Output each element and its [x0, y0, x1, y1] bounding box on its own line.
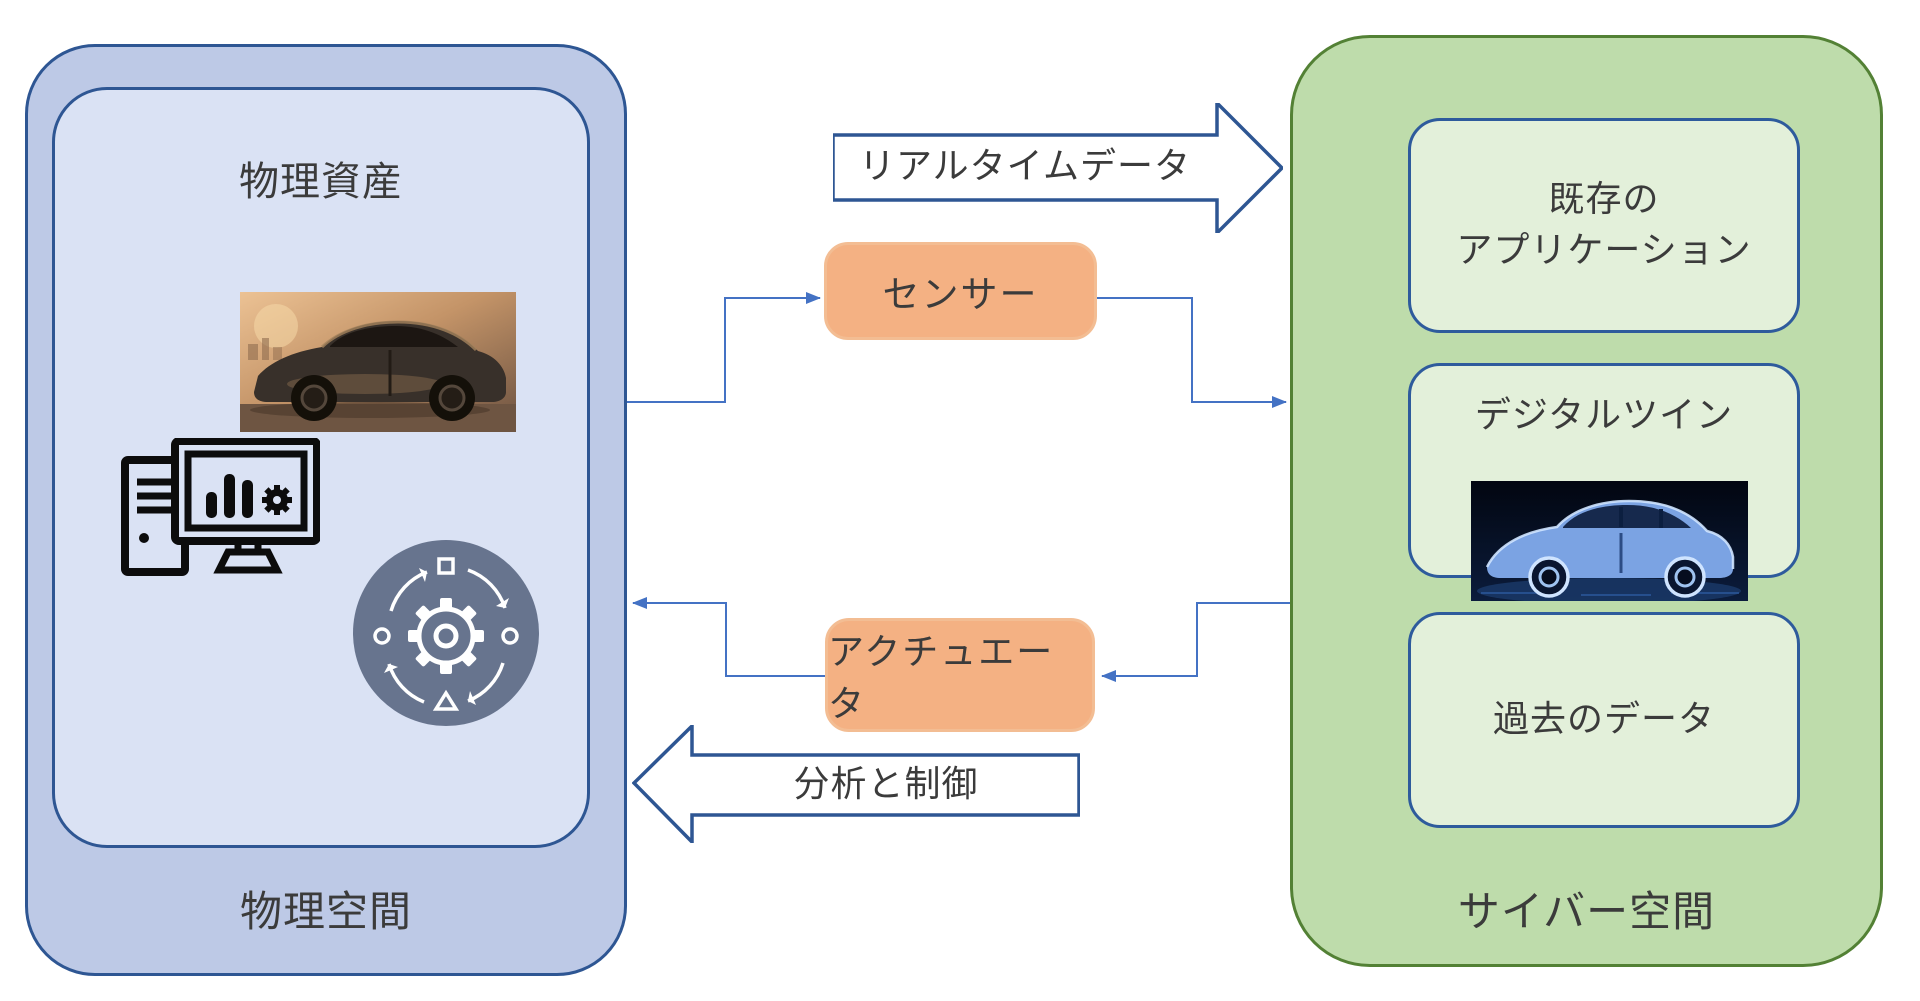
connector-actuator-to-physical [632, 597, 825, 677]
realtime-data-arrow-label: リアルタイムデータ [859, 146, 1191, 188]
computer-icon-art [121, 437, 321, 576]
physical-space-title: 物理空間 [239, 886, 412, 936]
actuator-label: アクチュエータ [828, 632, 1055, 725]
digital-twin-car-image [1471, 481, 1748, 604]
connector-sensor-to-cyber [1097, 297, 1287, 408]
actuator-node: アクチュエータ [825, 618, 1095, 732]
analysis-control-arrow-label: 分析と制御 [793, 763, 979, 805]
analysis-control-arrow [631, 721, 1081, 847]
digital-twin-box: デジタルツイン [1408, 363, 1800, 604]
connector-physical-to-sensor [627, 292, 821, 403]
physical-asset-title: 物理資産 [239, 159, 403, 205]
computer-icon [120, 437, 321, 578]
sensor-label: センサー [882, 273, 1039, 316]
car-photo-art [240, 292, 516, 432]
realtime-data-arrow [831, 98, 1285, 238]
connector-cyber-to-actuator [1101, 602, 1290, 682]
screen-gear-glyph [262, 485, 292, 515]
physical-car-image [240, 292, 516, 432]
digital-car-art [1471, 481, 1748, 604]
gear-cycle-icon-art [353, 540, 539, 726]
existing-applications-label: 既存の アプリケーション [1456, 179, 1752, 271]
cyber-space-title: サイバー空間 [1457, 886, 1716, 936]
historical-data-label: 過去のデータ [1492, 698, 1715, 740]
historical-data-box: 過去のデータ [1408, 612, 1800, 828]
existing-applications-box: 既存の アプリケーション [1408, 118, 1800, 333]
sensor-node: センサー [824, 242, 1097, 340]
physical-asset-container [52, 87, 590, 848]
digital-twin-label: デジタルツイン [1474, 394, 1734, 436]
gear-cycle-icon [353, 540, 539, 726]
